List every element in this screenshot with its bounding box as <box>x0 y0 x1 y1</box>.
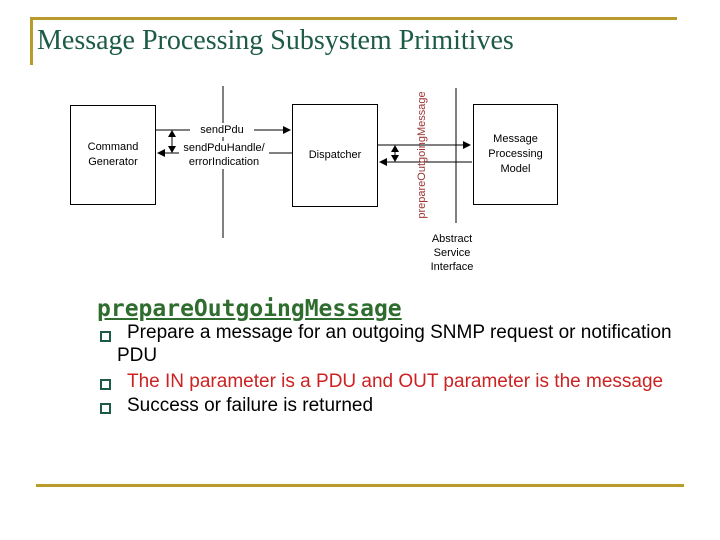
command-generator-label-line1: Command <box>87 141 139 153</box>
bullet-2-line-1: The IN parameter is a PDU and OUT parame… <box>127 371 664 392</box>
dispatcher-label: Dispatcher <box>308 149 362 161</box>
box-command-generator: Command Generator <box>70 105 156 205</box>
bottom-accent-rule <box>36 484 684 487</box>
box-message-processing-model: Message Processing Model <box>473 104 558 205</box>
title-accent-bar <box>30 17 33 65</box>
bullet-square-icon <box>100 379 111 390</box>
top-accent-rule <box>30 17 677 20</box>
asi-label-line2: Service <box>433 247 471 259</box>
send-pdu-handle-line1: sendPduHandle/ <box>183 142 265 154</box>
command-generator-label-line2: Generator <box>88 156 138 168</box>
section-heading: prepareOutgoingMessage <box>97 296 402 322</box>
asi-label-line3: Interface <box>430 261 474 273</box>
bullet-1-line-1: Prepare a message for an outgoing SNMP r… <box>127 322 672 343</box>
send-pdu-label: sendPdu <box>190 123 254 137</box>
mpm-label-line1: Message <box>493 133 538 145</box>
mpm-label-line2: Processing <box>488 148 543 160</box>
box-dispatcher: Dispatcher <box>292 104 378 207</box>
asi-label-line1: Abstract <box>431 233 473 245</box>
bullet-square-icon <box>100 403 111 414</box>
bullet-1-line-2: PDU <box>117 345 158 366</box>
slide-title: Message Processing Subsystem Primitives <box>37 25 514 56</box>
abstract-service-interface-label: Abstract Service Interface <box>412 232 492 274</box>
mpm-label-line3: Model <box>500 163 531 175</box>
bullet-square-icon <box>100 331 111 342</box>
prepare-outgoing-message-vertical-label: prepareOutgoingMessage <box>416 91 428 219</box>
send-pdu-handle-line2: errorIndication <box>188 156 260 168</box>
send-pdu-handle-label: sendPduHandle/ errorIndication <box>179 141 269 169</box>
bullet-3-line-1: Success or failure is returned <box>127 395 374 416</box>
